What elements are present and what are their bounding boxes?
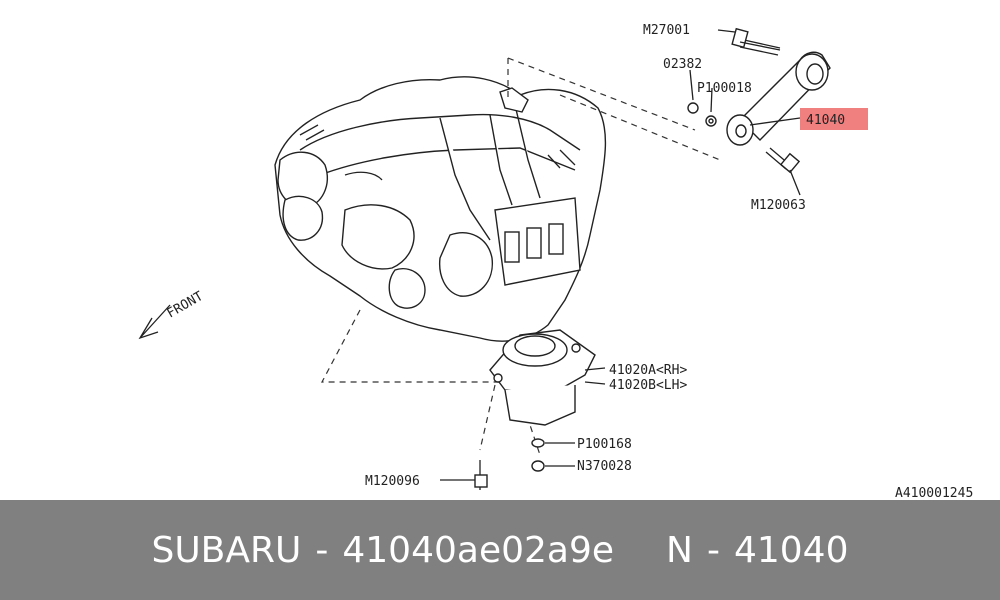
ref-line-bolt [479, 384, 496, 451]
engine-illustration [274, 76, 607, 342]
label-p100168: P100168 [577, 437, 632, 452]
label-n370028: N370028 [577, 459, 632, 474]
footer-bar: SUBARU - 41040ae02a9e N - 41040 [0, 500, 1000, 600]
footer-brand: SUBARU [151, 529, 302, 571]
ref-line-bottom [321, 309, 500, 383]
parts-diagram: FRONT M27001 02382 P100018 41040 M120063… [138, 23, 973, 500]
label-41040: 41040 [806, 113, 845, 128]
label-02382: 02382 [663, 57, 702, 72]
engine-mount-part [474, 329, 596, 490]
ref-line-mount [559, 94, 721, 161]
front-label: FRONT [165, 289, 207, 322]
footer-separator-1: - [315, 529, 329, 571]
label-m120063: M120063 [751, 198, 806, 213]
label-p100018: P100018 [697, 81, 752, 96]
footer-part-code: 41040ae02a9e [342, 529, 615, 571]
pitching-stopper-part [687, 27, 831, 174]
label-ref-code: A410001245 [895, 486, 973, 500]
label-m27001: M27001 [643, 23, 690, 38]
highlight-box [800, 108, 868, 130]
footer-number: 41040 [733, 529, 849, 571]
label-41020b: 41020B<LH> [609, 378, 687, 393]
label-m120096: M120096 [365, 474, 420, 489]
footer-n-label: N [666, 529, 693, 571]
front-arrow: FRONT [138, 289, 207, 340]
label-41020a: 41020A<RH> [609, 363, 687, 378]
footer-separator-2: - [706, 529, 720, 571]
ref-line-top-right [507, 57, 696, 131]
